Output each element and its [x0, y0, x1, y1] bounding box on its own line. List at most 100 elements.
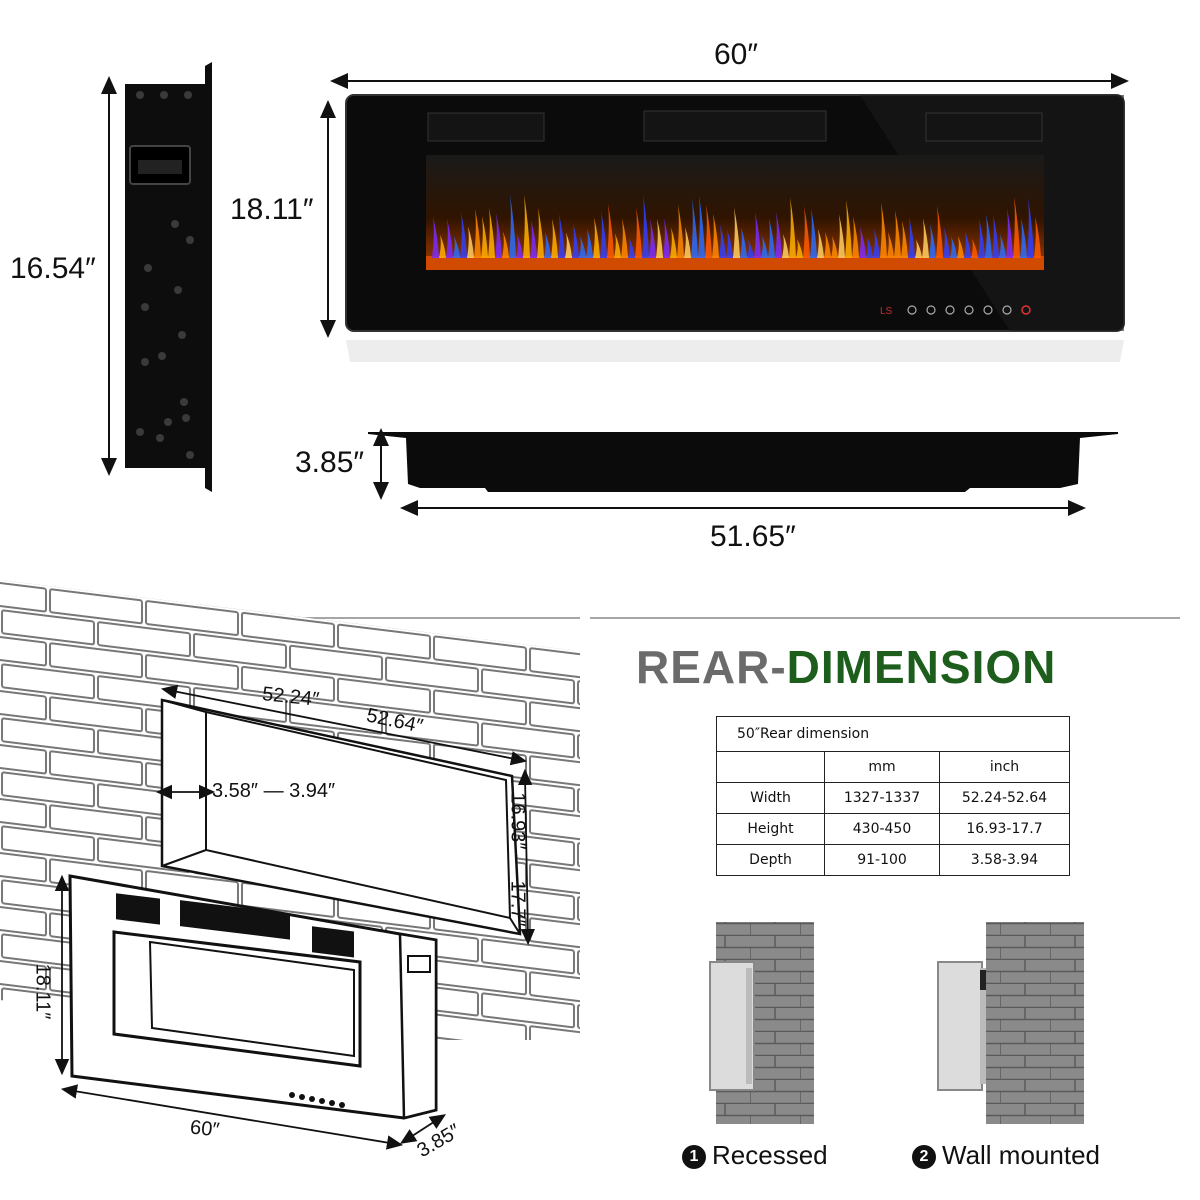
flame-decoration — [789, 196, 796, 258]
side-height-dimension-label: 16.54″ — [10, 252, 96, 285]
flame-decoration — [831, 236, 838, 258]
flame-decoration — [915, 239, 922, 258]
flame-decoration — [852, 216, 859, 258]
flame-decoration — [1006, 208, 1013, 258]
flame-decoration — [663, 218, 670, 258]
recess-height-label: 16.93″ — 17.7″ — [506, 792, 529, 927]
flame-decoration — [460, 211, 467, 258]
flame-decoration — [453, 236, 460, 258]
flame-decoration — [775, 211, 782, 258]
insert-unit — [68, 874, 438, 1120]
flame-decoration — [726, 229, 733, 258]
flame-decoration — [747, 239, 754, 258]
flame-decoration — [887, 232, 894, 258]
flame-decoration — [656, 218, 663, 258]
flame-decoration — [768, 218, 775, 258]
flame-decoration — [796, 238, 803, 258]
flame-decoration — [635, 207, 642, 258]
recess-depth-label: 3.58″ — 3.94″ — [212, 780, 336, 802]
flame-decoration — [957, 236, 964, 258]
flame-decoration — [544, 231, 551, 258]
flame-decoration — [530, 219, 537, 258]
flame-decoration — [992, 214, 999, 258]
flame-decoration — [698, 195, 705, 258]
flame-decoration — [488, 207, 495, 258]
flame-decoration — [1013, 196, 1020, 258]
depth-dimension-label: 3.85″ — [295, 446, 365, 479]
flame-decoration — [880, 202, 887, 258]
top-view — [368, 432, 1118, 492]
flame-decoration — [971, 238, 978, 258]
flame-decoration — [495, 213, 502, 258]
flame-decoration — [908, 217, 915, 258]
flame-decoration — [719, 224, 726, 258]
flame-decoration — [901, 220, 908, 258]
flame-decoration — [509, 194, 516, 258]
rear-dimension-title: REAR-DIMENSION — [636, 641, 1057, 693]
flame-decoration — [999, 234, 1006, 258]
flame-decoration — [845, 199, 852, 258]
flame-decoration — [502, 231, 509, 258]
flame-decoration — [649, 218, 656, 258]
unit-height-label: 18.11″ — [31, 963, 54, 1020]
flame-decoration — [1027, 197, 1034, 258]
flame-decoration — [621, 218, 628, 258]
flame-decoration — [628, 237, 635, 258]
flame-decoration — [537, 207, 544, 258]
flame-decoration — [432, 216, 439, 258]
recessed-illustration — [709, 922, 814, 1124]
flame-decoration — [1034, 216, 1041, 258]
flame-decoration — [572, 223, 579, 258]
front-view: LS — [345, 94, 1125, 362]
flame-decoration — [670, 227, 677, 258]
flame-decoration — [859, 226, 866, 258]
flame-decoration — [754, 211, 761, 258]
flame-decoration — [985, 214, 992, 258]
flame-decoration — [691, 198, 698, 258]
flame-decoration — [936, 205, 943, 258]
flame-decoration — [586, 228, 593, 258]
flame-decoration — [761, 235, 768, 258]
flame-decoration — [614, 233, 621, 258]
flame-decoration — [677, 204, 684, 258]
flame-decoration — [824, 231, 831, 258]
flame-decoration — [593, 217, 600, 258]
flame-decoration — [600, 211, 607, 258]
flame-decoration — [712, 213, 719, 258]
flame-decoration — [838, 214, 845, 258]
flame-decoration — [684, 227, 691, 258]
flame-decoration — [894, 210, 901, 258]
flame-decoration — [810, 208, 817, 258]
flame-decoration — [803, 206, 810, 258]
flame-decoration — [733, 207, 740, 258]
height-dimension-label: 18.11″ — [230, 193, 314, 226]
flame-decoration — [446, 218, 453, 258]
table-header-row: mm inch — [716, 751, 1070, 783]
flame-decoration — [439, 234, 446, 258]
bottom-width-dimension-label: 51.65″ — [710, 520, 796, 553]
flame-decoration — [523, 194, 530, 258]
flame-decoration — [873, 228, 880, 258]
width-dimension-label: 60″ — [714, 38, 758, 71]
flame-decoration — [740, 227, 747, 258]
table-caption: 50″Rear dimension — [716, 716, 1070, 752]
flame-decoration — [943, 227, 950, 258]
flame-decoration — [1020, 217, 1027, 258]
flame-decoration — [474, 208, 481, 258]
flame-decoration — [782, 233, 789, 258]
flame-decoration — [929, 223, 936, 258]
flame-decoration — [516, 234, 523, 258]
side-view — [125, 62, 212, 492]
unit-width-label: 60″ — [188, 1116, 221, 1142]
flame-decoration — [964, 231, 971, 258]
flame-decoration — [551, 218, 558, 258]
flame-decoration — [579, 236, 586, 258]
flame-decoration — [607, 203, 614, 258]
wall-mounted-illustration — [937, 922, 1084, 1124]
flame-decoration — [705, 204, 712, 258]
